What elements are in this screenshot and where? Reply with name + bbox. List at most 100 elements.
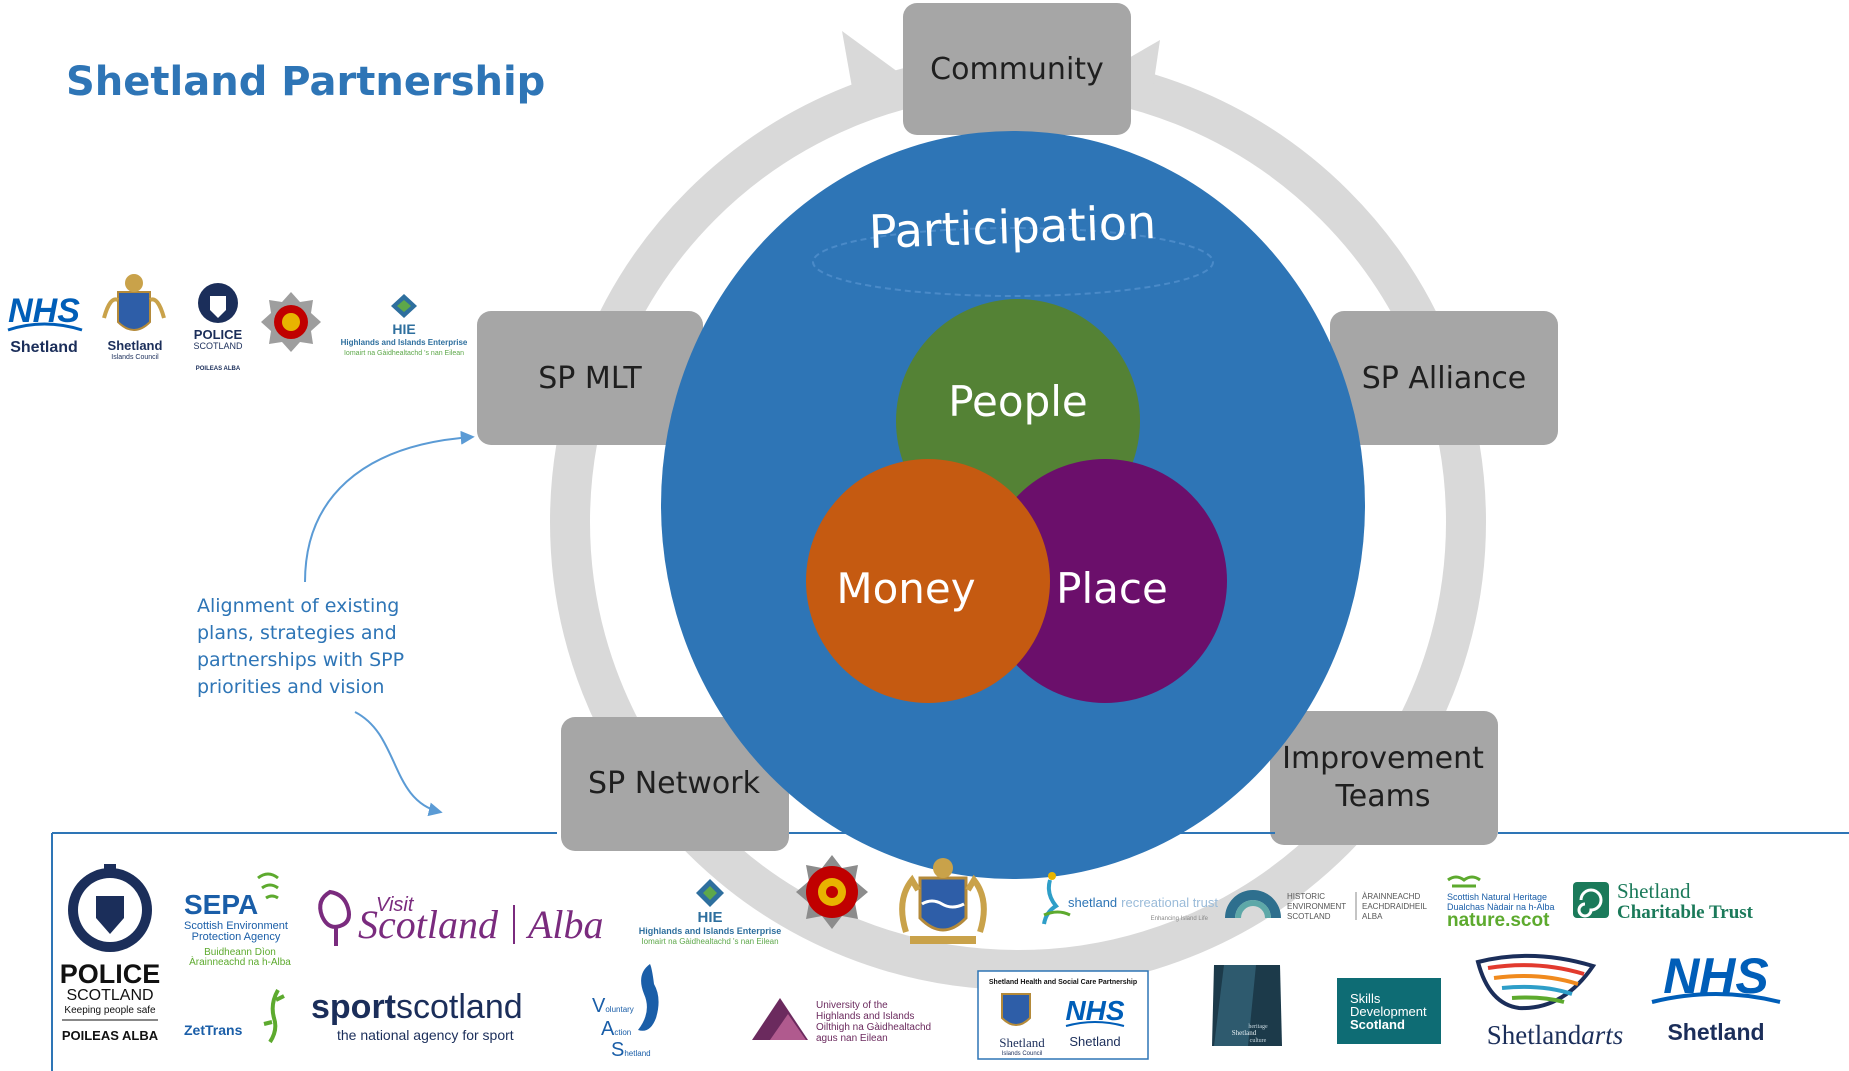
svg-text:culture: culture [1250,1038,1267,1044]
svg-text:Islands Council: Islands Council [111,354,159,361]
unicorn-supporter-icon [899,874,921,933]
alignment-arrow-up [304,430,475,583]
place-circle [983,459,1227,703]
shetland-arts-logo: Shetlandarts [1475,953,1624,1050]
svg-text:Shetland: Shetland [999,1035,1045,1050]
svg-text:SCOTLAND: SCOTLAND [193,341,243,351]
svg-text:heritage: heritage [1248,1024,1268,1030]
svg-text:Visit: Visit [376,894,415,916]
src-figure-icon [1042,879,1060,925]
hie-logo-small: HIE Highlands and Islands Enterprise Iom… [341,294,468,357]
svg-text:SCOTLAND: SCOTLAND [1287,912,1331,921]
alignment-note-line-1: Alignment of existing [197,595,399,617]
svg-text:Islands Council: Islands Council [1002,1051,1043,1057]
node-improvement-teams: Improvement Teams [1270,711,1498,845]
svg-text:Highlands and Islands: Highlands and Islands [816,1011,914,1022]
svg-text:HISTORIC: HISTORIC [1287,892,1325,901]
svg-text:SEPA: SEPA [184,889,258,920]
svg-text:HIE: HIE [392,321,415,337]
svg-text:ALBA: ALBA [1362,912,1383,921]
alignment-arrow-down [354,711,443,817]
naturescot-leaf-icon [1447,875,1481,888]
svg-text:Shetland: Shetland [611,1039,651,1061]
svg-text:Dualchas Nàdair na h-Alba: Dualchas Nàdair na h-Alba [1447,902,1555,912]
page-title: Shetland Partnership [66,59,545,105]
nhs-shetland-logo-small: NHS Shetland [7,292,83,356]
participation-heading: Participation [868,195,1157,259]
vas-logo: Voluntary Action Shetland [592,964,676,1061]
hes-arch-icon [1225,890,1281,918]
svg-text:Shetland Health and Social Car: Shetland Health and Social Care Partners… [989,979,1137,986]
participation-heading-halo [812,227,1214,297]
alignment-note-line-3: partnerships with SPP [197,649,404,671]
svg-text:University of the: University of the [816,1000,888,1011]
hscp-logo: Shetland Health and Social Care Partners… [977,970,1149,1060]
svg-text:Protection Agency: Protection Agency [192,931,281,943]
alignment-note-line-2: plans, strategies and [197,622,397,644]
svg-text:POLICE: POLICE [60,959,161,989]
ring-arrowhead-left [842,31,898,110]
sepa-wave-icon [257,872,279,900]
zettrans-logo: ZetTrans [184,989,285,1044]
thistle-icon [318,889,351,946]
node-sp-network: SP Network [561,717,789,851]
fire-rescue-logo-small [261,292,321,352]
svg-text:HIE: HIE [697,909,722,926]
svg-text:EACHDRAIDHEIL: EACHDRAIDHEIL [1362,902,1427,911]
alignment-note-line-4: priorities and vision [197,676,384,698]
svg-text:the national agency for sport: the national agency for sport [337,1027,514,1043]
svg-text:Shetland: Shetland [1232,1029,1257,1037]
node-sp-alliance-label: SP Alliance [1362,361,1527,396]
node-sp-mlt: SP MLT [477,311,703,445]
alignment-note: Alignment of existing plans, strategies … [197,430,475,817]
svg-text:Àrainneachd na h-Alba: Àrainneachd na h-Alba [189,955,291,968]
leadership-logos: NHS Shetland Shetland Islands Council PO… [7,274,468,372]
horse-supporter-icon [965,874,987,933]
uhi-logo: University of the Highlands and Islands … [752,998,931,1044]
svg-text:Charitable Trust: Charitable Trust [1617,902,1754,923]
police-scotland-logo-small: POLICE SCOTLAND POILEAS ALBA [193,283,243,372]
ring-arrowhead-right [1108,40,1160,108]
svg-text:Alba: Alba [525,902,604,947]
sds-logo: Skills Development Scotland [1337,978,1441,1044]
svg-text:Shetland: Shetland [1617,879,1691,903]
people-label: People [948,377,1088,426]
node-community-label: Community [930,52,1104,87]
hie-logo: HIE Highlands and Islands Enterprise Iom… [639,879,781,946]
sportscotland-logo: sportscotland the national agency for sp… [311,988,523,1043]
svg-text:ÀRAINNEACHD: ÀRAINNEACHD [1362,892,1420,901]
svg-text:Scottish Environment: Scottish Environment [184,920,288,932]
node-improvement-teams-label-1: Improvement [1282,741,1484,776]
shetland-islands-council-crest [899,858,987,944]
crest-ornament-icon [125,274,143,292]
svg-text:POLICE: POLICE [194,327,243,342]
svg-text:Keeping people safe: Keeping people safe [64,1005,156,1016]
partners-logo-frame [51,832,1849,1071]
amenity-trust-logo: heritage Shetland culture [1212,965,1282,1046]
nhs-shetland-logo: NHS Shetland [1651,948,1781,1045]
svg-text:Highlands and Islands Enterpri: Highlands and Islands Enterprise [341,338,468,347]
svg-text:SCOTLAND: SCOTLAND [66,987,153,1004]
money-label: Money [836,564,975,613]
svg-text:Iomairt na Gàidhealtachd 's na: Iomairt na Gàidhealtachd 's nan Eilean [344,350,464,357]
svg-text:agus nan Eilean: agus nan Eilean [816,1033,888,1044]
svg-text:POILEAS ALBA: POILEAS ALBA [196,366,241,372]
svg-text:Shetland: Shetland [1667,1019,1764,1045]
svg-text:Oilthigh na Gàidhealtachd: Oilthigh na Gàidhealtachd [816,1022,931,1033]
svg-text:Enhancing Island Life: Enhancing Island Life [1151,916,1209,922]
shetland-map-icon [263,989,285,1044]
svg-text:Shetlandarts: Shetlandarts [1487,1020,1624,1050]
partner-logos: POLICE SCOTLAND Keeping people safe POIL… [60,855,1781,1061]
svg-text:ZetTrans: ZetTrans [184,1022,243,1038]
visitscotland-logo: Visit Scotland Alba [318,889,604,947]
crest-helmet-icon [933,858,953,878]
svg-text:Iomairt na Gàidhealtachd 's na: Iomairt na Gàidhealtachd 's nan Eilean [641,937,778,946]
node-community: Community [903,3,1131,135]
sepa-logo: SEPA Scottish Environment Protection Age… [184,872,291,968]
svg-text:Shetland: Shetland [10,339,78,356]
node-improvement-teams-label-2: Teams [1335,779,1431,814]
hes-logo: HISTORIC ENVIRONMENT SCOTLAND ÀRAINNEACH… [1225,890,1427,921]
shetland-islands-map-icon [624,964,676,1031]
